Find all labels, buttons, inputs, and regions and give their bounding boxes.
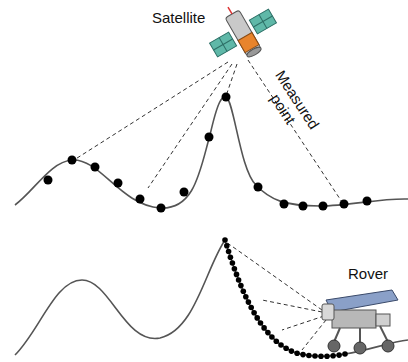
- measured-point: [236, 277, 242, 283]
- measured-point: [230, 260, 236, 266]
- measured-point: [226, 249, 232, 255]
- satellite-label: Satellite: [152, 10, 205, 27]
- measured-point: [324, 353, 330, 359]
- measured-point: [241, 288, 247, 294]
- measured-point: [336, 352, 342, 358]
- measured-point: [318, 354, 324, 360]
- measured-point: [330, 353, 336, 359]
- measured-points: [222, 237, 348, 359]
- point-label: Measured point: [254, 62, 325, 147]
- measured-point: [248, 305, 254, 311]
- measured-point: [222, 237, 228, 243]
- measured-point: [258, 320, 264, 326]
- measured-point: [228, 254, 234, 260]
- measured-point: [254, 315, 260, 321]
- measured-point: [238, 283, 244, 289]
- measured-point: [265, 330, 271, 336]
- terrain-curve: [15, 97, 408, 208]
- measured-points: [44, 93, 372, 213]
- measured-point: [300, 352, 306, 358]
- measured-point: [224, 243, 230, 249]
- terrain-curve: [345, 340, 408, 354]
- measured-point: [294, 350, 300, 356]
- measured-point: [261, 325, 267, 331]
- measured-point: [342, 351, 348, 357]
- rover-icon: [322, 290, 398, 354]
- measured-point: [269, 334, 275, 340]
- measured-point: [312, 353, 318, 359]
- measured-point: [274, 338, 280, 344]
- satellite-icon: [199, 0, 285, 72]
- measured-point: [283, 346, 289, 352]
- measured-point: [246, 299, 252, 305]
- measured-point: [232, 266, 238, 272]
- measured-point: [278, 342, 284, 348]
- rover-label: Rover: [348, 266, 388, 283]
- measured-point: [234, 272, 240, 278]
- measured-point: [243, 294, 249, 300]
- measured-point: [251, 310, 257, 316]
- measured-point: [289, 348, 295, 354]
- terrain-curve: [15, 240, 225, 355]
- terrain-slope: [225, 240, 345, 356]
- measured-point: [306, 353, 312, 359]
